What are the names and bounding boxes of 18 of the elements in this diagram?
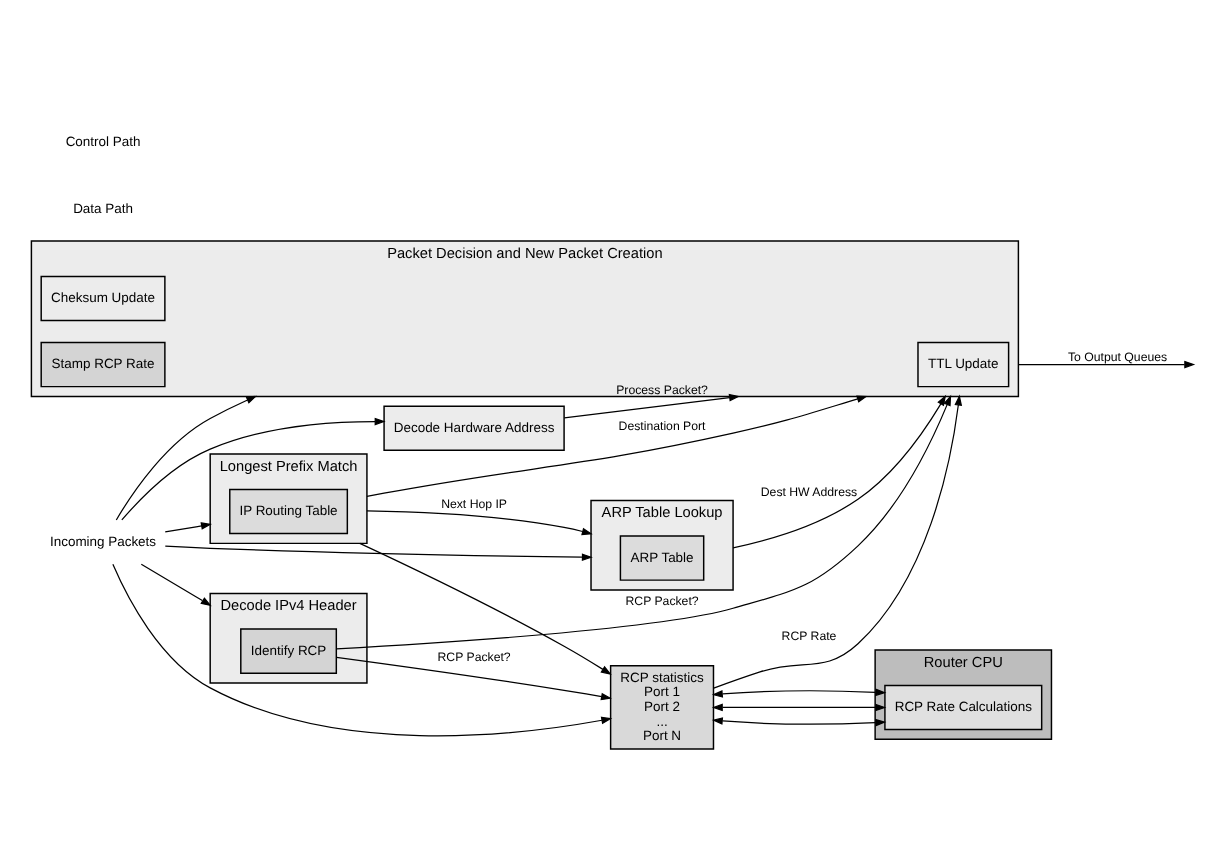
arrow	[366, 394, 868, 496]
arrow	[112, 562, 613, 736]
arrow	[711, 716, 887, 726]
arrow	[164, 521, 212, 532]
arrow	[711, 702, 887, 711]
arrow	[713, 393, 963, 688]
arrow	[711, 687, 887, 697]
arrow	[164, 544, 593, 561]
arrow	[359, 541, 612, 674]
arrow	[115, 394, 258, 520]
arrow	[732, 393, 947, 548]
arrow	[335, 393, 952, 649]
arrow	[121, 416, 386, 520]
arrow	[140, 562, 212, 606]
arrow	[366, 509, 593, 535]
arrow	[1017, 359, 1196, 368]
arrow	[335, 655, 612, 700]
arrow	[563, 392, 741, 418]
